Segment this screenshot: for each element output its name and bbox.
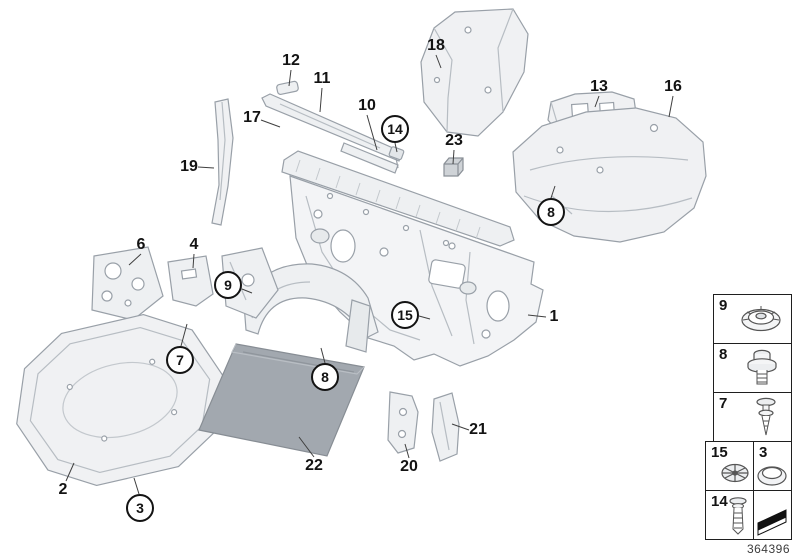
cone-spring-washer-icon	[741, 306, 781, 332]
part-18-panel	[420, 8, 529, 137]
callout-7[interactable]: 7	[166, 346, 194, 374]
legend-label-3: 3	[759, 444, 768, 461]
screw-with-washer-icon	[747, 349, 777, 385]
legend-item-14[interactable]: 14	[705, 490, 754, 540]
push-rivet-icon	[756, 397, 776, 436]
callout-10[interactable]: 10	[358, 97, 376, 114]
diagram-number: 364396	[746, 542, 790, 556]
legend-label-8: 8	[719, 346, 728, 363]
wedge-marker-icon	[757, 509, 787, 536]
callout-12[interactable]: 12	[282, 52, 300, 69]
callout-17[interactable]: 17	[243, 109, 261, 126]
part-6-panel	[91, 246, 164, 321]
callout-16[interactable]: 16	[664, 78, 682, 95]
star-clip-icon	[721, 463, 749, 483]
legend-item-15[interactable]: 15	[705, 441, 754, 491]
callout-9[interactable]: 9	[214, 271, 242, 299]
expansion-rivet-icon	[729, 497, 747, 535]
legend-item-7[interactable]: 7	[713, 392, 792, 442]
callout-3[interactable]: 3	[126, 494, 154, 522]
part-23-block	[443, 157, 464, 177]
legend-label-15: 15	[711, 444, 728, 461]
callout-1[interactable]: 1	[549, 308, 559, 325]
dome-cap-icon	[757, 466, 787, 486]
firewall-assembly	[281, 150, 544, 367]
legend-item-3[interactable]: 3	[753, 441, 792, 491]
callout-2[interactable]: 2	[58, 481, 68, 498]
leader-lines	[65, 54, 674, 495]
part-20-bracket	[387, 391, 419, 454]
legend-item-9[interactable]: 9	[713, 294, 792, 344]
part-12-pad	[276, 80, 299, 96]
callout-19[interactable]: 19	[180, 158, 198, 175]
part-4-bracket	[167, 255, 214, 307]
legend-item-wedge[interactable]	[753, 490, 792, 540]
callout-20[interactable]: 20	[400, 458, 418, 475]
callout-22[interactable]: 22	[305, 457, 323, 474]
part-21-strip	[431, 392, 460, 462]
clip-14-part	[388, 146, 405, 169]
legend-item-8[interactable]: 8	[713, 343, 792, 393]
callout-8-a[interactable]: 8	[537, 198, 565, 226]
callout-6[interactable]: 6	[136, 236, 146, 253]
callout-18[interactable]: 18	[427, 37, 445, 54]
callout-4[interactable]: 4	[189, 236, 199, 253]
legend-label-7: 7	[719, 395, 728, 412]
callout-8-b[interactable]: 8	[311, 363, 339, 391]
part-19-strip	[211, 98, 234, 226]
cowl-molding-strips	[261, 80, 405, 174]
callout-13[interactable]: 13	[590, 78, 608, 95]
part-10-strip	[340, 142, 399, 174]
legend-label-14: 14	[711, 493, 728, 510]
part-22-panel	[198, 343, 365, 457]
callout-15[interactable]: 15	[391, 301, 419, 329]
part-2-tub	[16, 313, 224, 487]
callout-14[interactable]: 14	[381, 115, 409, 143]
callout-21[interactable]: 21	[469, 421, 487, 438]
legend-label-9: 9	[719, 297, 728, 314]
callout-11[interactable]: 11	[313, 70, 331, 87]
callout-23[interactable]: 23	[445, 132, 463, 149]
